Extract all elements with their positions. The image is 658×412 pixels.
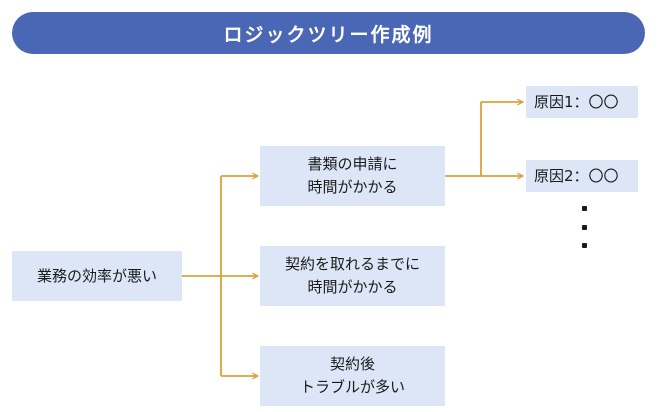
level1-node-3: 契約後 トラブルが多い — [260, 346, 445, 406]
level2-node-1: 原因1：〇〇 — [526, 86, 638, 118]
level1-node-2: 契約を取れるまでに 時間がかかる — [260, 246, 445, 306]
ellipsis-vertical-icon — [578, 206, 590, 248]
level2-node-2-label: 原因2：〇〇 — [534, 166, 619, 185]
level1-node-3-label: 契約後 トラブルが多い — [299, 355, 405, 396]
level1-node-2-label: 契約を取れるまでに 時間がかかる — [284, 255, 420, 296]
root-node: 業務の効率が悪い — [12, 251, 182, 301]
level1-node-1-label: 書類の申請に 時間がかかる — [307, 155, 398, 196]
title-banner: ロジックツリー作成例 — [12, 12, 645, 54]
root-node-label: 業務の効率が悪い — [36, 266, 157, 285]
level2-node-1-label: 原因1：〇〇 — [534, 92, 619, 111]
level1-node-1: 書類の申請に 時間がかかる — [260, 146, 445, 206]
diagram-title: ロジックツリー作成例 — [223, 23, 434, 46]
level2-node-2: 原因2：〇〇 — [526, 160, 638, 192]
